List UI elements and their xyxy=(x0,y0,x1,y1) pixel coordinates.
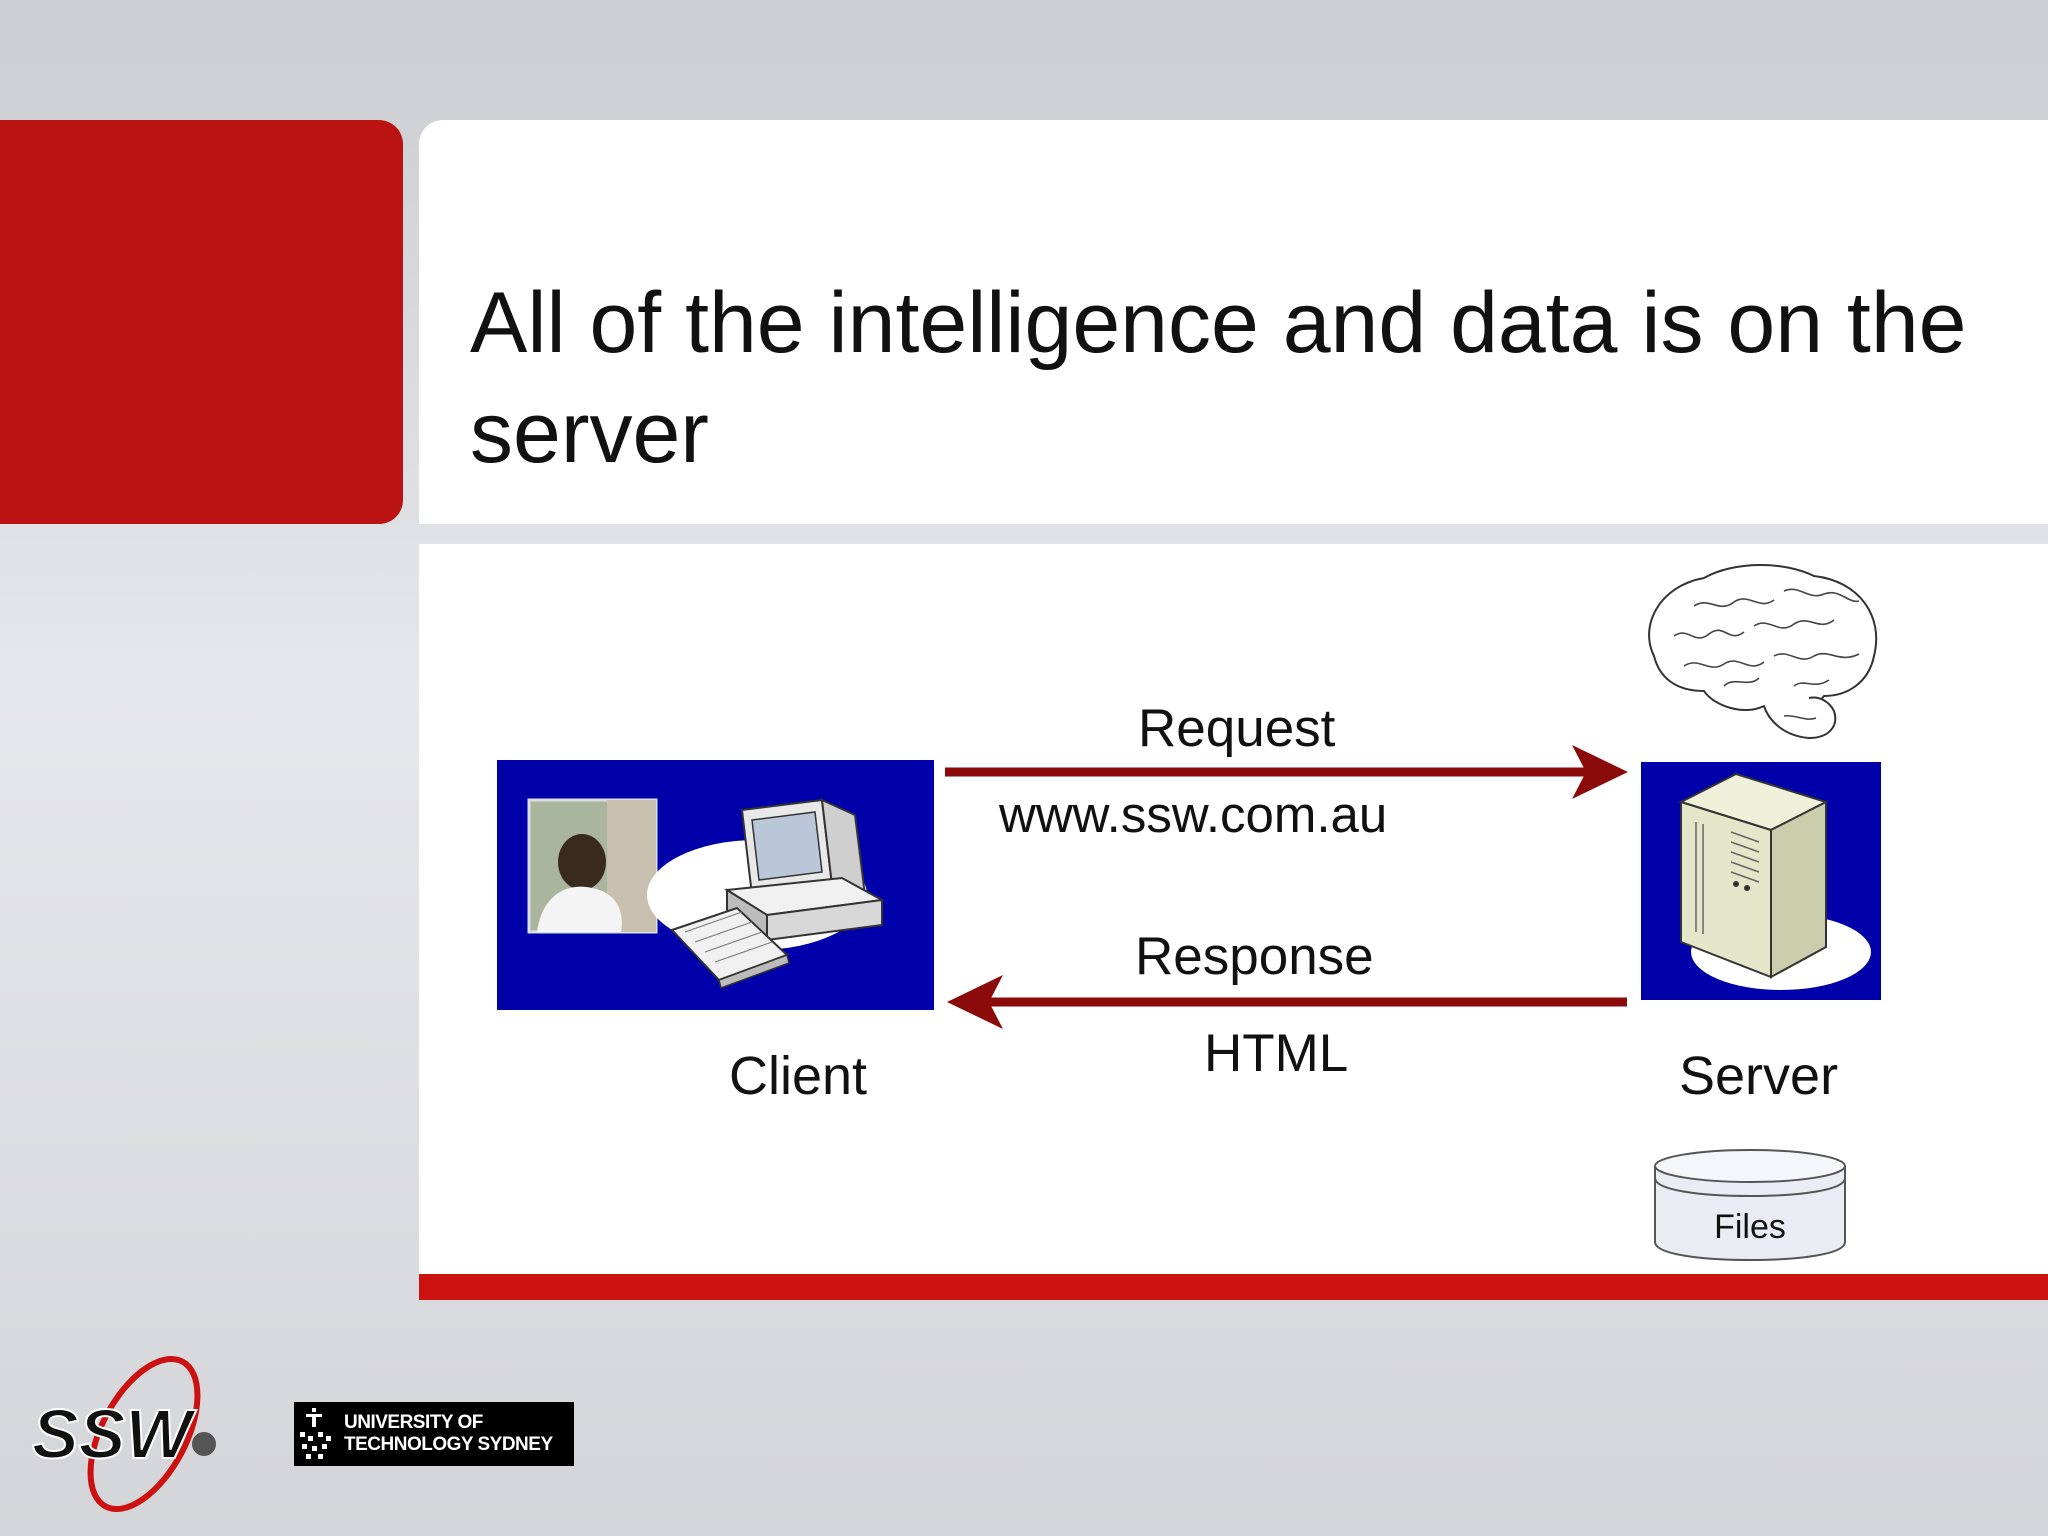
uts-line-1: UNIVERSITY OF xyxy=(344,1412,483,1433)
ssw-logo: SSW xyxy=(31,1355,216,1513)
response-arrow xyxy=(947,975,1627,1029)
request-arrow xyxy=(945,745,1628,799)
svg-text:SSW: SSW xyxy=(32,1395,197,1473)
bottom-accent-bar xyxy=(419,1274,2048,1300)
server-tower-icon xyxy=(1678,772,1829,979)
keyboard-icon xyxy=(670,906,790,989)
brain-icon xyxy=(1648,564,1878,740)
title-panel xyxy=(419,120,2048,524)
accent-block xyxy=(0,120,403,524)
response-format-label: HTML xyxy=(1204,1024,1349,1083)
uts-line-2: TECHNOLOGY SYDNEY xyxy=(344,1434,553,1455)
files-label: Files xyxy=(1714,1208,1786,1246)
server-illustration xyxy=(1641,762,1881,1000)
uts-crest-icon xyxy=(300,1408,331,1459)
server-label: Server xyxy=(1679,1046,1839,1106)
request-label: Request xyxy=(1138,699,1336,758)
client-label: Client xyxy=(729,1046,868,1106)
slide-title: All of the intelligence and data is on t… xyxy=(470,275,1967,481)
request-url-label: www.ssw.com.au xyxy=(999,786,1388,843)
computer-icon xyxy=(724,798,886,942)
files-database-icon xyxy=(1654,1149,1846,1262)
response-label: Response xyxy=(1135,927,1374,986)
uts-logo: UNIVERSITY OF TECHNOLOGY SYDNEY xyxy=(294,1402,574,1466)
client-illustration xyxy=(497,760,934,1010)
